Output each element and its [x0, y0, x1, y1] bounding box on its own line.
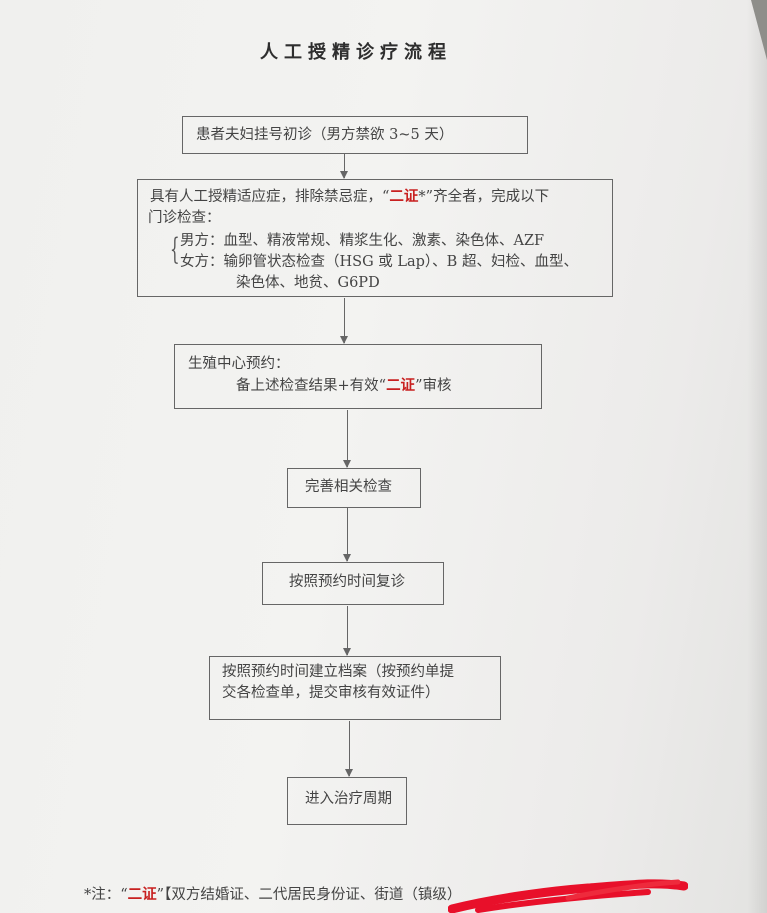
exam-female-1: 女方：输卵管状态检查（HSG 或 Lap）、B 超、妇检、血型、: [180, 254, 578, 270]
archive-line-2: 交各检查单，提交审核有效证件）: [222, 685, 440, 701]
arrow-2: [338, 298, 350, 344]
step-center-appointment: 生殖中心预约： 备上述检查结果+有效“二证”审核: [174, 344, 542, 409]
step-initial-visit: 患者夫妇挂号初诊（男方禁欲 3~5 天）: [182, 116, 528, 154]
step-treatment-cycle: 进入治疗周期: [287, 777, 407, 825]
arrow-3: [341, 410, 353, 468]
center-line-1: 生殖中心预约：: [188, 356, 290, 372]
step-complete-exam: 完善相关检查: [287, 468, 421, 508]
footnote-prefix: *注：“: [84, 887, 128, 903]
exam-line-1: 具有人工授精适应症，排除禁忌症，“二证*”齐全者，完成以下: [150, 186, 612, 208]
center-line-2-post: ”审核: [415, 378, 452, 394]
follow-up-text: 按照预约时间复诊: [289, 574, 405, 590]
exam-line-1-highlight: 二证: [389, 188, 419, 205]
step-outpatient-exam: 具有人工授精适应症，排除禁忌症，“二证*”齐全者，完成以下 门诊检查： { 男方…: [137, 179, 613, 297]
arrow-5: [341, 606, 353, 656]
center-line-2: 备上述检查结果+有效“二证”审核: [236, 375, 541, 397]
center-line-2-pre: 备上述检查结果+有效“: [236, 378, 387, 394]
exam-line-1-post: *”齐全者，完成以下: [418, 189, 550, 205]
footnote-highlight: 二证: [127, 886, 157, 903]
treatment-text: 进入治疗周期: [305, 791, 392, 807]
page-edge-shadow: [747, 0, 767, 913]
brace-icon: {: [170, 232, 180, 267]
archive-line-1: 按照预约时间建立档案（按预约单提: [222, 664, 454, 680]
exam-list: { 男方：血型、精液常规、精浆生化、激素、染色体、AZF 女方：输卵管状态检查（…: [170, 231, 578, 294]
complete-exam-text: 完善相关检查: [305, 479, 392, 495]
exam-line-2: 门诊检查：: [148, 210, 221, 226]
exam-line-1-pre: 具有人工授精适应症，排除禁忌症，“: [150, 189, 390, 205]
arrow-1: [338, 154, 350, 179]
center-line-2-highlight: 二证: [386, 377, 416, 394]
arrow-4: [341, 508, 353, 562]
arrow-6: [343, 721, 355, 777]
redaction-scribble: [448, 879, 688, 913]
step-initial-visit-text: 患者夫妇挂号初诊（男方禁欲 3~5 天）: [196, 127, 454, 143]
page-title: 人工授精诊疗流程: [260, 42, 452, 63]
exam-female-2: 染色体、地贫、G6PD: [236, 275, 380, 291]
exam-male: 男方：血型、精液常规、精浆生化、激素、染色体、AZF: [180, 233, 545, 249]
footnote-text: ”【双方结婚证、二代居民身份证、街道（镇级）: [156, 887, 462, 903]
step-follow-up: 按照预约时间复诊: [262, 562, 444, 605]
step-create-archive: 按照预约时间建立档案（按预约单提 交各检查单，提交审核有效证件）: [209, 656, 501, 720]
footnote: *注：“二证”【双方结婚证、二代居民身份证、街道（镇级）: [84, 883, 461, 904]
